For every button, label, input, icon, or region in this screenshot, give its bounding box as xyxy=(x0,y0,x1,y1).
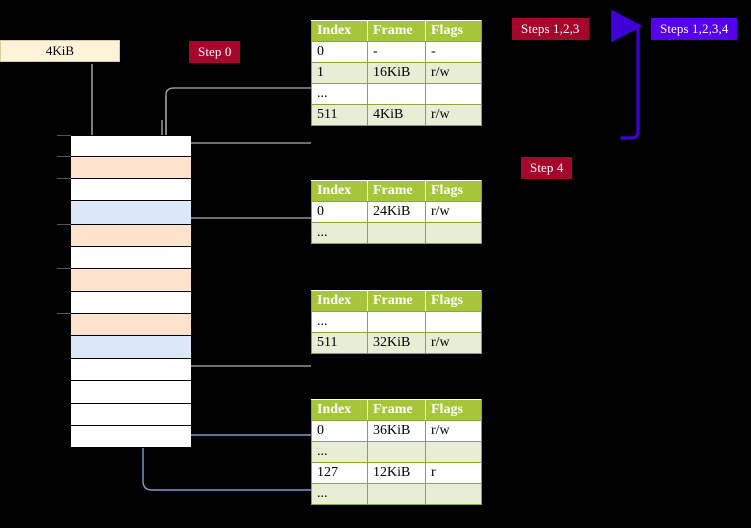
table-cell: 0 xyxy=(311,201,368,223)
table-cell: 4KiB xyxy=(367,104,426,126)
memory-frame-row xyxy=(71,336,191,359)
table-cell: 511 xyxy=(311,104,368,126)
memory-frame-row xyxy=(71,269,191,292)
column-header-flags: Flags xyxy=(425,290,482,312)
memory-frame-row xyxy=(71,225,191,247)
table-cell: r/w xyxy=(425,332,482,354)
table-cell: r/w xyxy=(425,62,482,84)
memory-frame-row xyxy=(71,136,191,157)
table-cell xyxy=(425,441,482,463)
memory-tick-mark xyxy=(57,178,71,179)
column-header-index: Index xyxy=(311,290,368,312)
table-cell: 12KiB xyxy=(367,462,426,484)
table-row: ... xyxy=(311,83,482,105)
table-cell: r/w xyxy=(425,104,482,126)
column-header-flags: Flags xyxy=(425,180,482,202)
connector-pd-511-to-memory xyxy=(170,304,311,367)
memory-tick-mark xyxy=(57,156,71,157)
source-frame-label: 4KiB xyxy=(45,43,75,58)
table-row: ... xyxy=(311,441,482,463)
memory-frame-row xyxy=(71,179,191,201)
table-cell: 32KiB xyxy=(367,332,426,354)
table-cell: r/w xyxy=(425,420,482,442)
column-header-frame: Frame xyxy=(367,399,426,421)
column-header-frame: Frame xyxy=(367,20,426,42)
table-cell xyxy=(425,483,482,505)
source-frame-box: 4KiB xyxy=(0,40,120,62)
memory-tick-mark xyxy=(57,135,71,136)
table-cell: 0 xyxy=(311,41,368,63)
column-header-index: Index xyxy=(311,20,368,42)
memory-frame-row xyxy=(71,292,191,314)
table-cell: r xyxy=(425,462,482,484)
memory-frame-row xyxy=(71,404,191,426)
table-cell xyxy=(367,311,426,333)
table-cell xyxy=(367,483,426,505)
badge-steps-1234: Steps 1,2,3,4 xyxy=(651,18,738,40)
memory-frame-row xyxy=(71,314,191,336)
column-header-index: Index xyxy=(311,180,368,202)
table-row: ... xyxy=(311,311,482,333)
memory-tick-mark xyxy=(57,224,71,225)
column-header-frame: Frame xyxy=(367,180,426,202)
table-cell: ... xyxy=(311,83,368,105)
table-cell: 36KiB xyxy=(367,420,426,442)
table-cell xyxy=(367,222,426,244)
column-header-flags: Flags xyxy=(425,20,482,42)
table-cell: 1 xyxy=(311,62,368,84)
table-cell: r/w xyxy=(425,201,482,223)
table-cell: - xyxy=(425,41,482,63)
table-cell: - xyxy=(367,41,426,63)
table-cell xyxy=(425,311,482,333)
table-cell xyxy=(425,222,482,244)
table-cell: 0 xyxy=(311,420,368,442)
memory-tick-mark xyxy=(57,268,71,269)
memory-frame-row xyxy=(71,381,191,404)
physical-memory-column xyxy=(70,135,191,448)
connector-pdp-row0-to-memory xyxy=(178,217,311,258)
table-cell xyxy=(367,441,426,463)
table-cell xyxy=(367,83,426,105)
table-cell: ... xyxy=(311,311,368,333)
table-row: ... xyxy=(311,483,482,505)
table-cell: ... xyxy=(311,222,368,244)
table-cell: 511 xyxy=(311,332,368,354)
badge-step-0: Step 0 xyxy=(189,41,241,63)
badge-steps-123: Steps 1,2,3 xyxy=(512,18,589,40)
memory-tick-mark xyxy=(57,313,71,314)
column-header-index: Index xyxy=(311,399,368,421)
table-cell: ... xyxy=(311,483,368,505)
memory-frame-row xyxy=(71,426,191,448)
table-row: ... xyxy=(311,222,482,244)
column-header-frame: Frame xyxy=(367,290,426,312)
connector-steps-bracket xyxy=(622,26,638,140)
column-header-flags: Flags xyxy=(425,399,482,421)
memory-frame-row xyxy=(71,201,191,225)
memory-frame-row xyxy=(71,359,191,381)
table-cell: 24KiB xyxy=(367,201,426,223)
memory-frame-row xyxy=(71,247,191,269)
badge-step-4: Step 4 xyxy=(521,157,573,179)
table-cell xyxy=(425,83,482,105)
table-row: 0-- xyxy=(311,41,482,63)
table-cell: 127 xyxy=(311,462,368,484)
memory-frame-row xyxy=(71,157,191,179)
table-cell: 16KiB xyxy=(367,62,426,84)
table-cell: ... xyxy=(311,441,368,463)
